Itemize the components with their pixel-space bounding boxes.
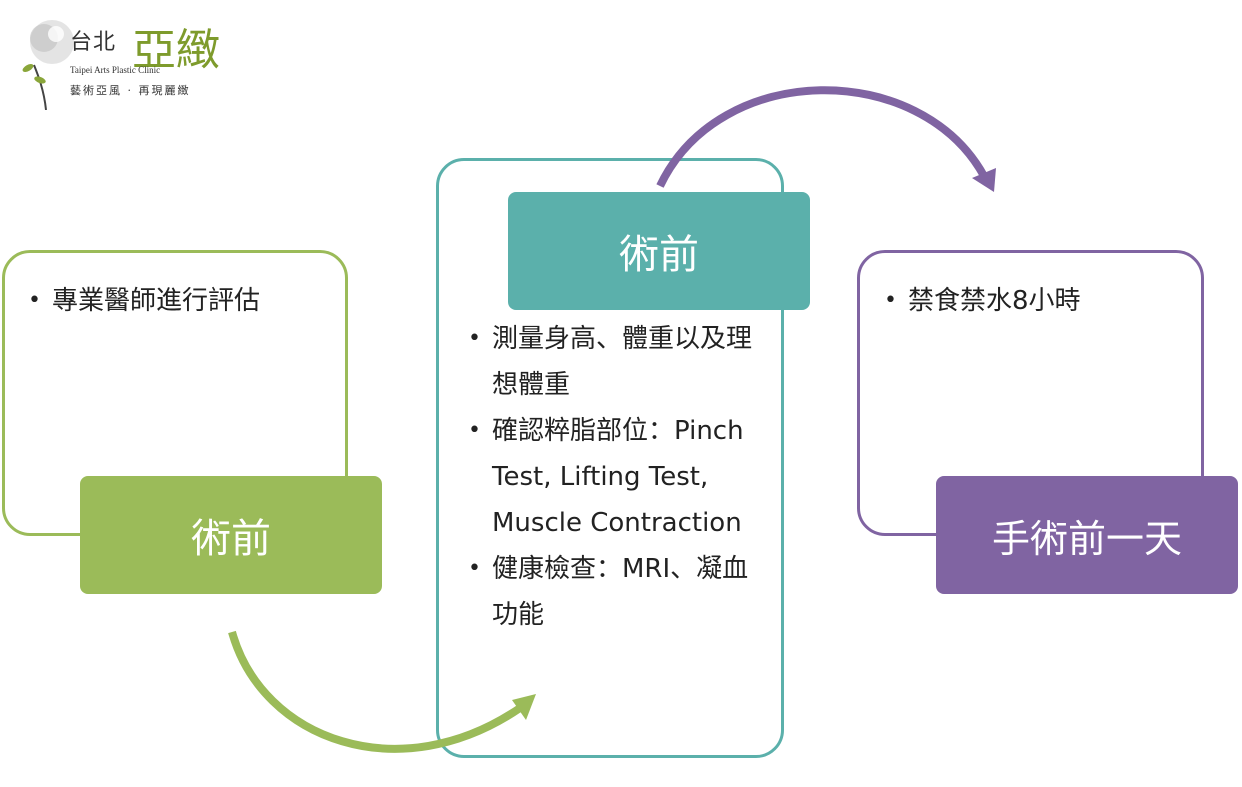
stage-1-list: 專業醫師進行評估 <box>28 278 338 324</box>
stage-3-list: 禁食禁水8小時 <box>884 278 1194 324</box>
stage-2-list: 測量身高、體重以及理想體重 確認粹脂部位：Pinch Test, Lifting… <box>468 316 768 638</box>
logo-english-name: Taipei Arts Plastic Clinic <box>70 65 161 75</box>
stage-1-title: 術前 <box>80 476 382 594</box>
list-item: 確認粹脂部位：Pinch Test, Lifting Test, Muscle … <box>468 408 768 546</box>
arrow-head-green <box>512 694 536 720</box>
list-item: 禁食禁水8小時 <box>884 278 1194 324</box>
clinic-logo <box>16 10 236 110</box>
logo-name-brand: 亞緻 <box>132 25 220 76</box>
arrow-head-purple <box>972 168 996 192</box>
flower-logo-icon <box>22 20 74 110</box>
arrow-stage1-to-stage2 <box>228 630 523 753</box>
list-item: 專業醫師進行評估 <box>28 278 338 324</box>
stage-3-title: 手術前一天 <box>936 476 1238 594</box>
logo-name-plain: 台北 <box>70 30 117 55</box>
logo-tagline: 藝術亞風 · 再現麗緻 <box>70 84 191 97</box>
list-item: 測量身高、體重以及理想體重 <box>468 316 768 408</box>
arrow-stage2-to-stage3 <box>656 86 988 188</box>
stage-2-title: 術前 <box>508 192 810 310</box>
list-item: 健康檢查：MRI、凝血功能 <box>468 546 768 638</box>
